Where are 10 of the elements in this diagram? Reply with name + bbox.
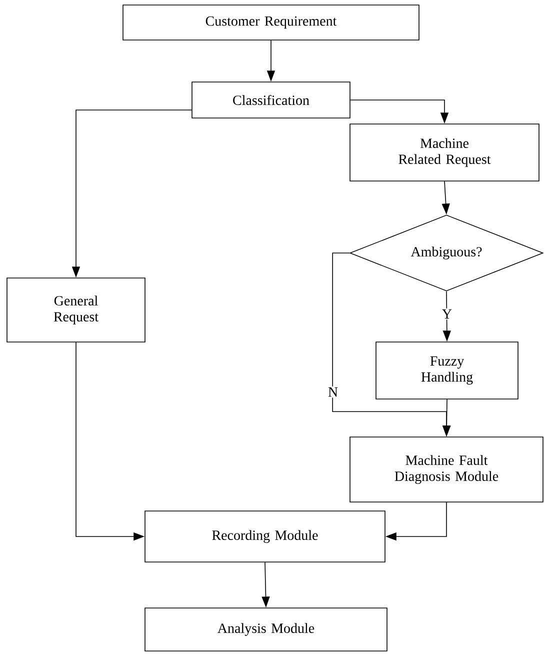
edge-label: N — [326, 386, 340, 398]
process-box: Classification — [192, 82, 350, 118]
process-box: Machine Fault Diagnosis Module — [350, 436, 544, 502]
process-box: Machine Related Request — [350, 124, 540, 182]
process-box: General Request — [6, 278, 146, 342]
process-box: Recording Module — [144, 510, 386, 562]
process-box: Analysis Module — [144, 608, 388, 652]
process-box: Fuzzy Handling — [376, 342, 518, 400]
edge-label: Y — [440, 308, 454, 320]
process-box: Customer Requirement — [122, 4, 420, 40]
